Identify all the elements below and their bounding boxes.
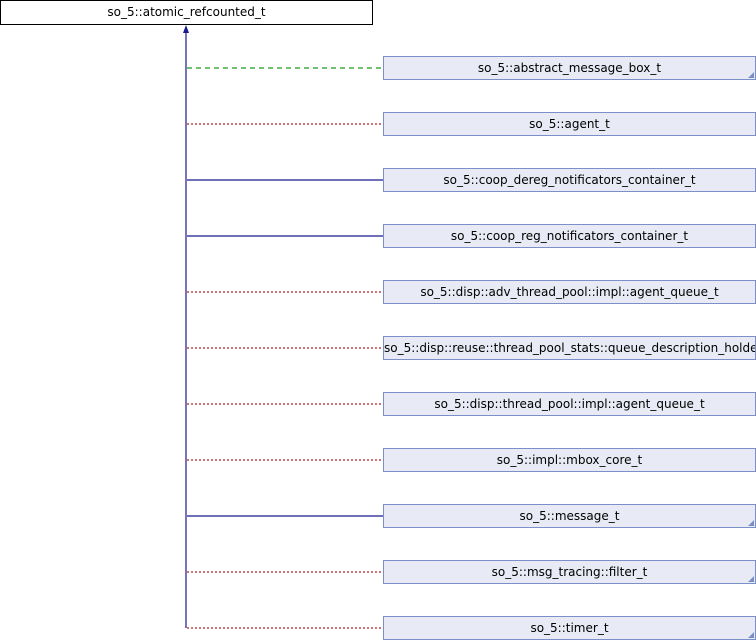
class-name-label: so_5::disp::reuse::thread_pool_stats::qu…: [384, 341, 756, 355]
class-name-label: so_5::impl::mbox_core_t: [496, 453, 643, 467]
derived-class-box[interactable]: so_5::coop_dereg_notificators_container_…: [383, 168, 756, 192]
class-name-label: so_5::agent_t: [529, 117, 610, 131]
more-subclasses-corner-icon: [748, 72, 754, 78]
more-subclasses-corner-icon: [748, 520, 754, 526]
class-name-label: so_5::disp::thread_pool::impl::agent_que…: [434, 397, 705, 411]
class-name-label: so_5::disp::adv_thread_pool::impl::agent…: [420, 285, 719, 299]
more-subclasses-corner-icon: [748, 576, 754, 582]
derived-class-box[interactable]: so_5::disp::thread_pool::impl::agent_que…: [383, 392, 756, 416]
base-class-box[interactable]: so_5::atomic_refcounted_t: [0, 0, 373, 25]
class-name-label: so_5::abstract_message_box_t: [477, 61, 662, 75]
class-name-label: so_5::coop_reg_notificators_container_t: [450, 229, 689, 243]
class-name-label: so_5::msg_tracing::filter_t: [491, 565, 648, 579]
arrowhead-icon: [183, 25, 189, 33]
derived-class-box[interactable]: so_5::msg_tracing::filter_t: [383, 560, 756, 584]
derived-class-box[interactable]: so_5::impl::mbox_core_t: [383, 448, 756, 472]
derived-class-box[interactable]: so_5::coop_reg_notificators_container_t: [383, 224, 756, 248]
class-name-label: so_5::message_t: [519, 509, 620, 523]
derived-class-box[interactable]: so_5::message_t: [383, 504, 756, 528]
derived-class-box[interactable]: so_5::abstract_message_box_t: [383, 56, 756, 80]
class-name-label: so_5::coop_dereg_notificators_container_…: [443, 173, 696, 187]
class-name-label: so_5::timer_t: [530, 621, 609, 635]
derived-class-box[interactable]: so_5::disp::reuse::thread_pool_stats::qu…: [383, 336, 756, 360]
derived-class-box[interactable]: so_5::timer_t: [383, 616, 756, 640]
derived-class-box[interactable]: so_5::disp::adv_thread_pool::impl::agent…: [383, 280, 756, 304]
derived-class-box[interactable]: so_5::agent_t: [383, 112, 756, 136]
more-subclasses-corner-icon: [748, 632, 754, 638]
